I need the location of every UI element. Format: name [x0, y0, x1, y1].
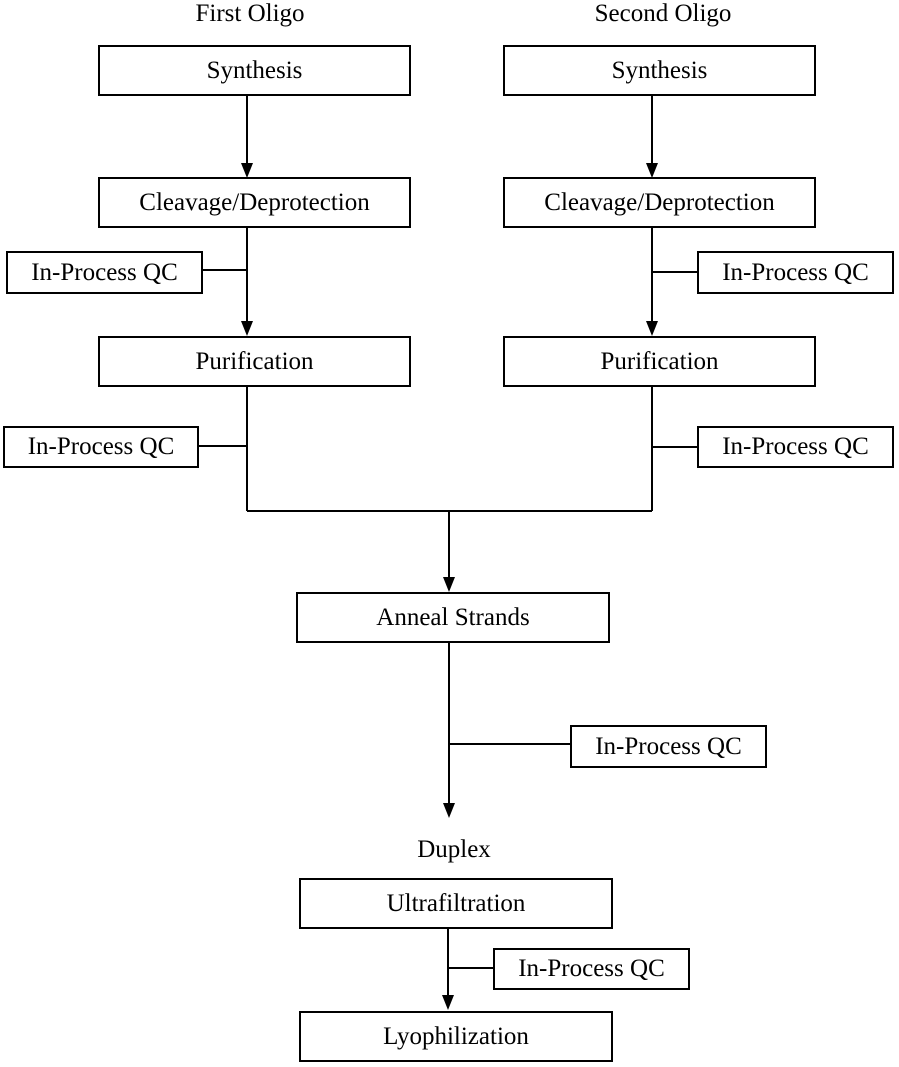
lyophilization-box: Lyophilization: [299, 1011, 613, 1062]
arrowhead-left-purification: [241, 321, 253, 336]
right-cleavage-box: Cleavage/Deprotection: [503, 177, 816, 228]
arrowhead-duplex: [443, 803, 455, 818]
left-qc-purification-box: In-Process QC: [3, 426, 199, 468]
arrowhead-lyophilization: [442, 995, 454, 1010]
arrowhead-left-cleavage: [241, 163, 253, 178]
duplex-label: Duplex: [354, 836, 554, 864]
anneal-qc-box: In-Process QC: [570, 725, 767, 768]
ultrafiltration-qc-box: In-Process QC: [493, 948, 690, 990]
right-qc-cleavage-box: In-Process QC: [697, 251, 894, 294]
ultrafiltration-box: Ultrafiltration: [299, 878, 613, 929]
first-oligo-header: First Oligo: [150, 0, 350, 28]
anneal-strands-box: Anneal Strands: [296, 592, 610, 643]
right-qc-purification-box: In-Process QC: [697, 426, 894, 468]
right-purification-box: Purification: [503, 336, 816, 387]
second-oligo-header: Second Oligo: [563, 0, 763, 28]
arrowhead-right-purification: [646, 321, 658, 336]
left-cleavage-box: Cleavage/Deprotection: [98, 177, 411, 228]
arrowhead-right-cleavage: [646, 163, 658, 178]
arrowhead-anneal: [443, 577, 455, 592]
right-synthesis-box: Synthesis: [503, 45, 816, 96]
left-synthesis-box: Synthesis: [98, 45, 411, 96]
left-qc-cleavage-box: In-Process QC: [6, 251, 203, 294]
left-purification-box: Purification: [98, 336, 411, 387]
